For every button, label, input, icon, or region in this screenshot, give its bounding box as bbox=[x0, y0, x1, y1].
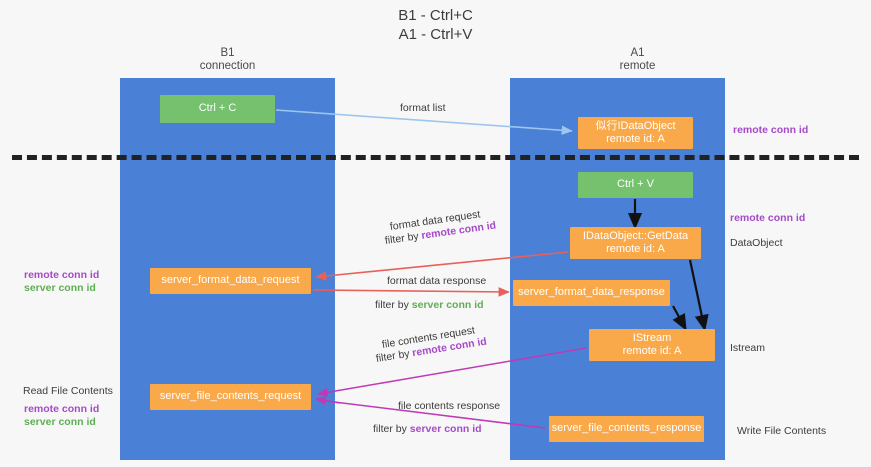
node-server-file-contents-response[interactable]: server_file_contents_response bbox=[549, 416, 704, 442]
node-ctrl-v[interactable]: Ctrl + V bbox=[578, 172, 693, 198]
edge-label-format-data-response: format data response bbox=[387, 275, 487, 287]
phase-separator bbox=[12, 155, 859, 160]
annotation-left-server-conn-id-2: server conn id bbox=[24, 416, 96, 428]
node-istream[interactable]: IStream remote id: A bbox=[589, 329, 715, 361]
annotation-right-dataobject: DataObject bbox=[730, 237, 783, 249]
connector-file-contents-response bbox=[317, 399, 546, 429]
edge-label-file-contents-response-filter: filter by server conn id bbox=[373, 422, 482, 436]
diagram-title: B1 - Ctrl+C A1 - Ctrl+V bbox=[398, 7, 473, 43]
edge-label-format-list: format list bbox=[400, 102, 446, 114]
annotation-left-remote-conn-id-2: remote conn id bbox=[24, 403, 100, 415]
connector-response-to-istream bbox=[672, 305, 687, 331]
filter-prefix: filter by bbox=[373, 423, 410, 435]
edge-label-format-data-response-filter: filter by server conn id bbox=[375, 298, 484, 312]
annotation-right-write-file-contents: Write File Contents bbox=[737, 425, 827, 437]
column-header-a1: A1 remote bbox=[619, 47, 656, 72]
node-idataobject-getdata[interactable]: IDataObject::GetData remote id: A bbox=[570, 227, 701, 259]
connector-format-list bbox=[275, 109, 573, 136]
annotation-right-istream: Istream bbox=[730, 342, 766, 354]
connector-file-contents-request bbox=[317, 347, 587, 397]
node-server-format-data-response[interactable]: server_format_data_response bbox=[513, 280, 670, 306]
connector-getdata-to-istream bbox=[688, 259, 709, 332]
annotation-right-remote-conn-id-top: remote conn id bbox=[733, 124, 809, 136]
annotation-left-server-conn-id: server conn id bbox=[24, 282, 96, 294]
column-header-b1: B1 connection bbox=[199, 47, 256, 72]
filter-key-server-conn-id: server conn id bbox=[411, 299, 484, 311]
annotation-left-remote-conn-id: remote conn id bbox=[24, 269, 100, 281]
filter-prefix: filter by bbox=[375, 299, 412, 311]
connector-format-data-request bbox=[315, 251, 569, 281]
connector-file-contents-response-arrow bbox=[315, 396, 341, 406]
node-server-file-contents-request[interactable]: server_file_contents_request bbox=[150, 384, 311, 410]
node-ctrl-c[interactable]: Ctrl + C bbox=[160, 95, 275, 123]
node-idataobject[interactable]: 似行IDataObject remote id: A bbox=[578, 117, 693, 149]
annotation-left-read-file-contents: Read File Contents bbox=[23, 385, 113, 397]
node-server-format-data-request[interactable]: server_format_data_request bbox=[150, 268, 311, 294]
filter-key-server-conn-id: server conn id bbox=[409, 423, 482, 435]
annotation-right-remote-conn-id-mid: remote conn id bbox=[730, 212, 806, 224]
connector-format-data-response bbox=[312, 287, 510, 297]
edge-label-file-contents-response: file contents response bbox=[398, 400, 501, 412]
